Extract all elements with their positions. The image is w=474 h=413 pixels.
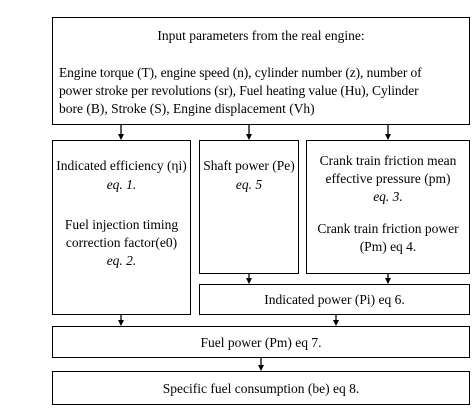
indicated-efficiency-label: Indicated efficiency (ηi) — [56, 158, 187, 173]
shaft-power-box — [199, 140, 299, 274]
crank-friction-line-2: effective pressure (pm) — [325, 171, 451, 186]
input-parameters-box — [52, 17, 470, 125]
injection-timing-eq: eq. 2. — [106, 253, 137, 268]
shaft-power-eq: eq. 5 — [235, 177, 263, 192]
input-line-3: bore (B), Stroke (S), Engine displacemen… — [59, 101, 315, 116]
crank-friction-line-1: Crank train friction mean — [319, 153, 457, 168]
injection-timing-line-2: correction factor(e0) — [65, 235, 178, 250]
indicated-efficiency-eq: eq. 1. — [106, 177, 137, 192]
specific-fuel-consumption-label: Specific fuel consumption (be) eq 8. — [162, 381, 360, 396]
crank-friction-power-line-2: (Pm) eq 4. — [359, 239, 417, 254]
fuel-power-box — [52, 326, 470, 358]
input-line-1: Engine torque (T), engine speed (n), cyl… — [59, 65, 422, 80]
crank-friction-box — [306, 140, 470, 274]
shaft-power-label: Shaft power (Pe) — [203, 158, 295, 173]
indicated-power-box — [199, 284, 470, 315]
indicated-efficiency-box — [52, 140, 191, 315]
input-title: Input parameters from the real engine: — [157, 28, 365, 43]
crank-friction-power-line-1: Crank train friction power — [317, 221, 459, 236]
specific-fuel-consumption-box — [52, 371, 470, 405]
input-line-2: power stroke per revolutions (sr), Fuel … — [59, 83, 419, 98]
fuel-power-label: Fuel power (Pm) eq 7. — [200, 335, 322, 350]
crank-friction-eq: eq. 3. — [373, 189, 403, 204]
injection-timing-line-1: Fuel injection timing — [64, 217, 179, 232]
indicated-power-label: Indicated power (Pi) eq 6. — [264, 292, 405, 307]
